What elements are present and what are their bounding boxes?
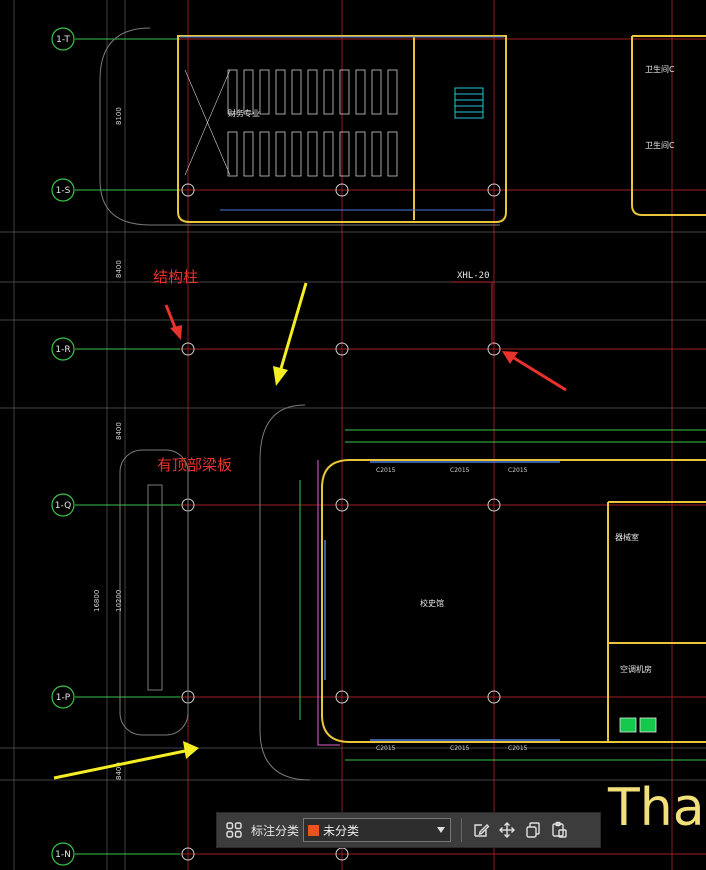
desk [291,69,302,115]
window-tag: C2015 [508,745,528,752]
desk [339,131,350,177]
grid-label-1q: 1-Q [55,501,71,511]
desk [275,131,286,177]
toolbar-divider [461,818,463,842]
desk [307,69,318,115]
desk [259,69,270,115]
grid-icon[interactable] [221,817,247,843]
edit-icon[interactable] [468,817,494,843]
chevron-down-icon[interactable] [436,826,446,834]
annotation-arrow [513,356,567,392]
desk [355,69,366,115]
dimension-label: 16800 [93,590,101,612]
desk [259,131,270,177]
move-icon[interactable] [494,817,520,843]
window-tag: C2015 [508,467,528,474]
grid-label-1t: 1-T [56,35,70,45]
room-label-restroom: 卫生间C [645,140,675,150]
window-tag: C2015 [450,745,470,752]
desk [275,69,286,115]
desk [307,131,318,177]
category-color-swatch [308,824,320,836]
overlay-text: That [608,778,706,838]
annotation-toolbar: 标注分类 未分类 [216,812,601,848]
paste-icon[interactable] [546,817,572,843]
desk [323,69,334,115]
dimension-label: 8400 [115,422,123,440]
room-label-school-history: 校史馆 [420,598,444,608]
dimension-label: 8400 [115,762,123,780]
annotation-arrow [53,749,186,780]
window-tag: C2015 [376,467,396,474]
desk [227,131,238,177]
dimension-label: 10200 [115,590,123,612]
room-label-office: 财务专业 [228,108,260,118]
desk [387,69,398,115]
desk [339,69,350,115]
desk [243,69,254,115]
desk [371,131,382,177]
room-label-storage: 器械室 [615,532,639,542]
annotation-category-select[interactable]: 未分类 [303,818,452,842]
desk [291,131,302,177]
desk [387,131,398,177]
dimension-label: 8100 [115,107,123,125]
annotation-category-label: 标注分类 [251,823,300,838]
desk [371,69,382,115]
annotation-arrow [278,282,308,373]
room-label-restroom: 卫生间C [645,64,675,74]
window-tag: C2015 [450,467,470,474]
annotation-roof-beam-slab: 有顶部梁板 [157,456,233,474]
copy-icon[interactable] [520,817,546,843]
grid-label-1s: 1-S [56,186,71,196]
desk [355,131,366,177]
grid-label-1p: 1-P [56,693,71,703]
desk [243,131,254,177]
beam-tag-label: XHL-20 [457,271,490,281]
desk [323,131,334,177]
grid-label-1n: 1-N [55,850,71,860]
room-label-equipment: 空调机房 [620,664,652,674]
annotation-category-value: 未分类 [323,823,360,838]
window-tag: C2015 [376,745,396,752]
dimension-label: 8400 [115,260,123,278]
annotation-structural-column: 结构柱 [153,268,199,286]
annotation-arrow [164,304,178,331]
grid-label-1r: 1-R [55,345,70,355]
desk [227,69,238,115]
